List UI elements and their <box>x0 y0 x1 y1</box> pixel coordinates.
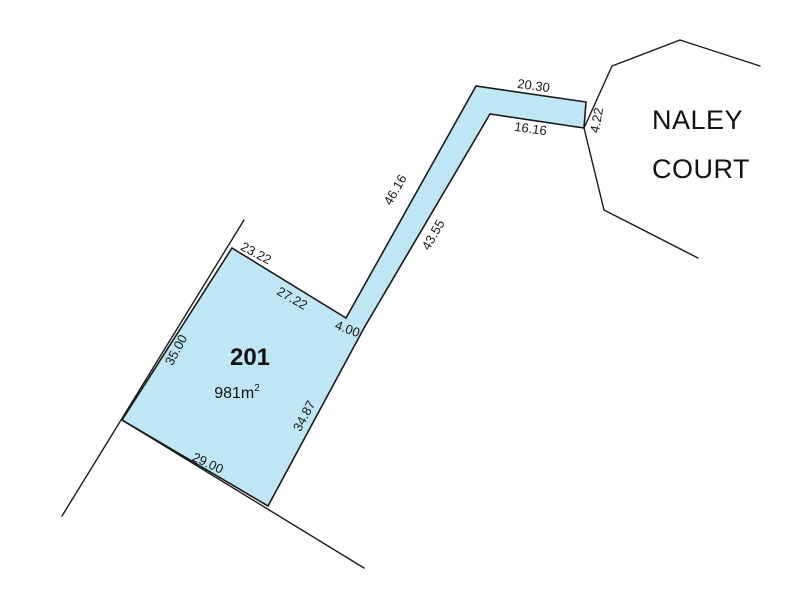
street-name-line1: NALEY <box>652 105 743 135</box>
lot-area: 981m2 <box>214 383 260 402</box>
left-boundary-line <box>61 219 245 517</box>
dim-handle-top: 20.30 <box>516 76 550 95</box>
lot-201-parcel[interactable] <box>120 85 587 508</box>
lot-info: 201 981m2 <box>214 344 270 402</box>
dim-handle-inner-top: 16.16 <box>513 119 547 138</box>
court-bulb-lower <box>583 127 699 259</box>
street-label: NALEY COURT <box>652 105 750 184</box>
court-bulb-upper <box>583 39 761 129</box>
lot-number: 201 <box>230 344 270 371</box>
dim-handle-outer-left: 46.16 <box>380 172 409 208</box>
lot-area-unit: 2 <box>254 383 260 394</box>
street-name-line2: COURT <box>652 154 750 184</box>
dim-frontage: 4.22 <box>587 106 606 134</box>
lot-area-value: 981m <box>214 385 254 402</box>
